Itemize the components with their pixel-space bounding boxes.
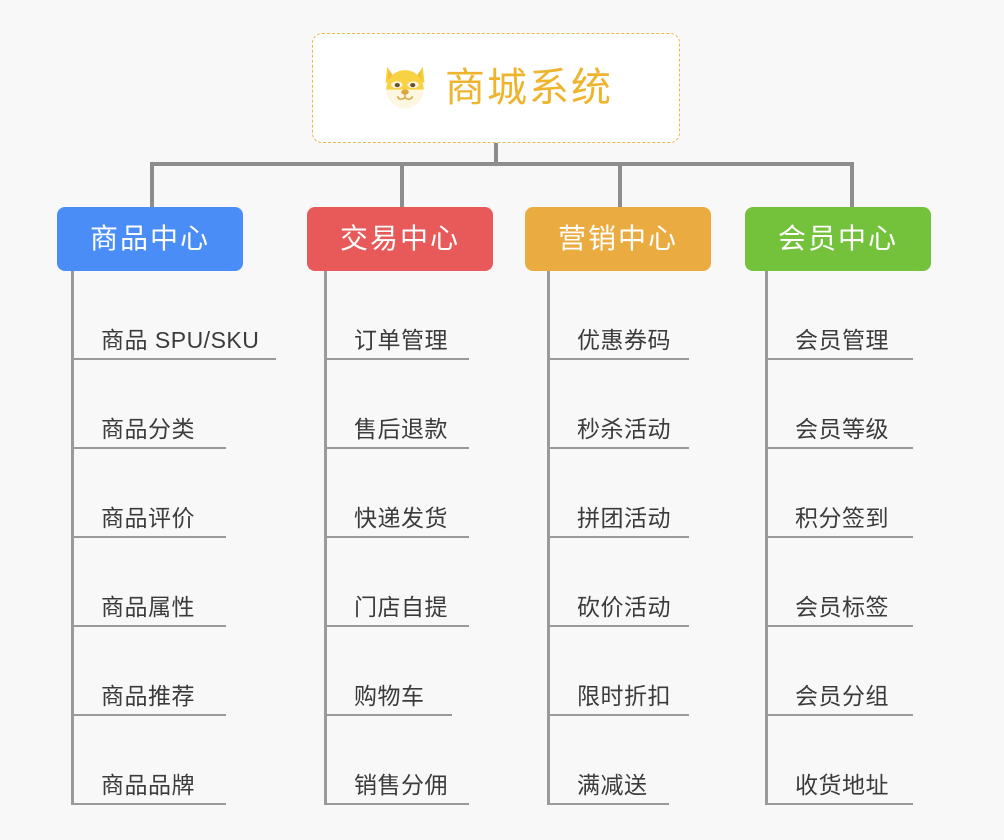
connector-root-stem <box>494 143 498 165</box>
root-node[interactable]: 商城系统 <box>312 33 680 143</box>
category-box-trade[interactable]: 交易中心 <box>307 207 493 271</box>
leaf-item[interactable]: 商品属性 <box>71 538 226 627</box>
connector-drop-member <box>850 162 854 208</box>
leaf-item[interactable]: 会员分组 <box>765 627 913 716</box>
leaf-label: 会员等级 <box>795 415 889 442</box>
category-box-marketing[interactable]: 营销中心 <box>525 207 711 271</box>
leaf-label: 购物车 <box>354 682 425 709</box>
leaf-item[interactable]: 快递发货 <box>324 449 469 538</box>
leaf-item[interactable]: 砍价活动 <box>547 538 689 627</box>
leaf-spine-product <box>71 271 74 805</box>
category-box-product[interactable]: 商品中心 <box>57 207 243 271</box>
leaf-label: 商品品牌 <box>101 771 195 798</box>
leaf-label: 会员管理 <box>795 326 889 353</box>
leaf-item[interactable]: 会员标签 <box>765 538 913 627</box>
connector-drop-marketing <box>618 162 622 208</box>
leaf-label: 积分签到 <box>795 504 889 531</box>
leaf-item[interactable]: 销售分佣 <box>324 716 469 805</box>
connector-drop-trade <box>400 162 404 208</box>
leaf-item[interactable]: 商品 SPU/SKU <box>71 271 276 360</box>
leaf-label: 快递发货 <box>354 504 448 531</box>
connector-horizontal-bus <box>150 162 854 166</box>
leaf-label: 收货地址 <box>795 771 889 798</box>
leaf-spine-marketing <box>547 271 550 805</box>
leaf-item[interactable]: 限时折扣 <box>547 627 689 716</box>
leaf-item[interactable]: 商品推荐 <box>71 627 226 716</box>
leaf-item[interactable]: 优惠券码 <box>547 271 689 360</box>
category-label-trade: 交易中心 <box>339 223 460 254</box>
leaf-item[interactable]: 商品分类 <box>71 360 226 449</box>
leaf-spine-member <box>765 271 768 805</box>
leaf-label: 门店自提 <box>354 593 448 620</box>
leaf-label: 订单管理 <box>354 326 448 353</box>
leaf-label: 拼团活动 <box>577 504 671 531</box>
leaf-item[interactable]: 收货地址 <box>765 716 913 805</box>
leaf-label: 商品属性 <box>101 593 195 620</box>
leaf-item[interactable]: 会员等级 <box>765 360 913 449</box>
leaf-label: 商品 SPU/SKU <box>101 326 260 353</box>
leaf-label: 售后退款 <box>354 415 448 442</box>
shiba-dog-face-icon <box>379 62 431 114</box>
leaf-label: 满减送 <box>577 771 648 798</box>
leaf-label: 商品推荐 <box>101 682 195 709</box>
leaf-item[interactable]: 购物车 <box>324 627 452 716</box>
leaf-label: 商品分类 <box>101 415 195 442</box>
category-label-marketing: 营销中心 <box>557 223 678 254</box>
leaf-label: 会员标签 <box>795 593 889 620</box>
leaf-label: 优惠券码 <box>577 326 671 353</box>
connector-drop-product <box>150 162 154 208</box>
leaf-item[interactable]: 商品品牌 <box>71 716 226 805</box>
leaf-item[interactable]: 商品评价 <box>71 449 226 538</box>
leaf-item[interactable]: 会员管理 <box>765 271 913 360</box>
leaf-label: 限时折扣 <box>577 682 671 709</box>
category-label-product: 商品中心 <box>89 223 210 254</box>
leaf-item[interactable]: 门店自提 <box>324 538 469 627</box>
leaf-item[interactable]: 拼团活动 <box>547 449 689 538</box>
leaf-label: 会员分组 <box>795 682 889 709</box>
category-label-member: 会员中心 <box>777 223 898 254</box>
leaf-label: 商品评价 <box>101 504 195 531</box>
root-title: 商城系统 <box>445 66 613 110</box>
leaf-spine-trade <box>324 271 327 805</box>
leaf-item[interactable]: 订单管理 <box>324 271 469 360</box>
leaf-item[interactable]: 积分签到 <box>765 449 913 538</box>
leaf-label: 秒杀活动 <box>577 415 671 442</box>
category-box-member[interactable]: 会员中心 <box>745 207 931 271</box>
leaf-item[interactable]: 售后退款 <box>324 360 469 449</box>
leaf-label: 砍价活动 <box>577 593 671 620</box>
leaf-item[interactable]: 满减送 <box>547 716 669 805</box>
leaf-label: 销售分佣 <box>354 771 448 798</box>
leaf-item[interactable]: 秒杀活动 <box>547 360 689 449</box>
